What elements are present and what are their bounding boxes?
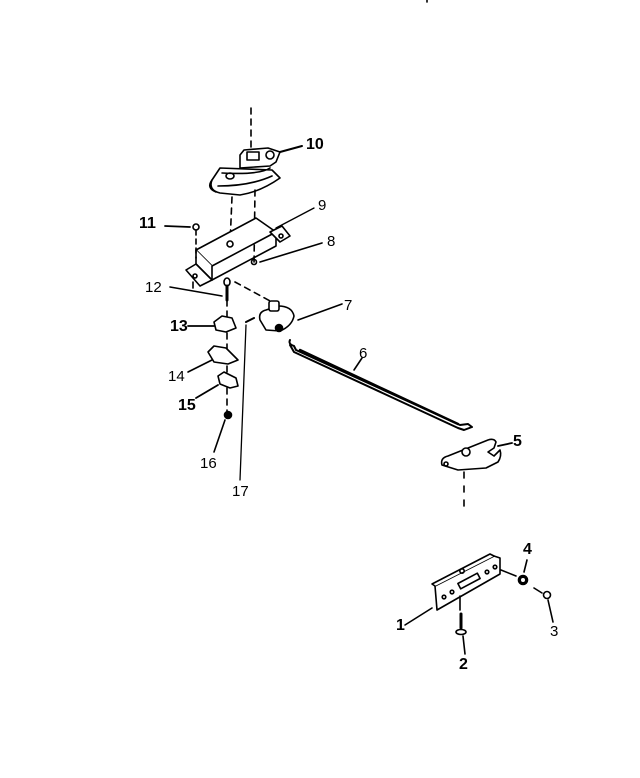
part-5-cam-plate (440, 438, 513, 513)
part-1-bracket (404, 553, 517, 626)
part-16-nut (213, 410, 233, 453)
callout-14: 14 (168, 368, 185, 385)
callout-17: 17 (232, 483, 249, 500)
callout-8: 8 (327, 233, 336, 250)
part-8-screw (250, 242, 323, 266)
callout-12: 12 (145, 279, 162, 296)
part-4-washer (517, 559, 529, 586)
part-11-screw (164, 223, 200, 259)
part-12-stud (169, 277, 273, 303)
callout-11: 11 (139, 215, 156, 232)
callout-4: 4 (523, 541, 532, 558)
part-7-cam (258, 300, 343, 333)
part-6-rod (288, 339, 473, 431)
callout-2: 2 (459, 656, 468, 673)
part-15-clip (195, 371, 239, 399)
callout-13: 13 (170, 318, 188, 335)
callout-6: 6 (359, 345, 368, 362)
callout-1: 1 (396, 617, 405, 634)
callout-10: 10 (306, 136, 324, 153)
part-9-bracket (185, 207, 315, 287)
part-3-screw (533, 587, 554, 623)
part-2-screw (455, 595, 467, 655)
callout-15: 15 (178, 397, 196, 414)
part-10-housing (208, 107, 303, 196)
callout-16: 16 (200, 455, 217, 472)
part-14-plate (187, 345, 239, 373)
callout-7: 7 (344, 297, 353, 314)
callout-9: 9 (318, 197, 327, 214)
callout-5: 5 (513, 433, 522, 450)
part-17-pin (239, 317, 255, 481)
part-13-clip (187, 315, 237, 333)
callout-3: 3 (550, 623, 559, 640)
